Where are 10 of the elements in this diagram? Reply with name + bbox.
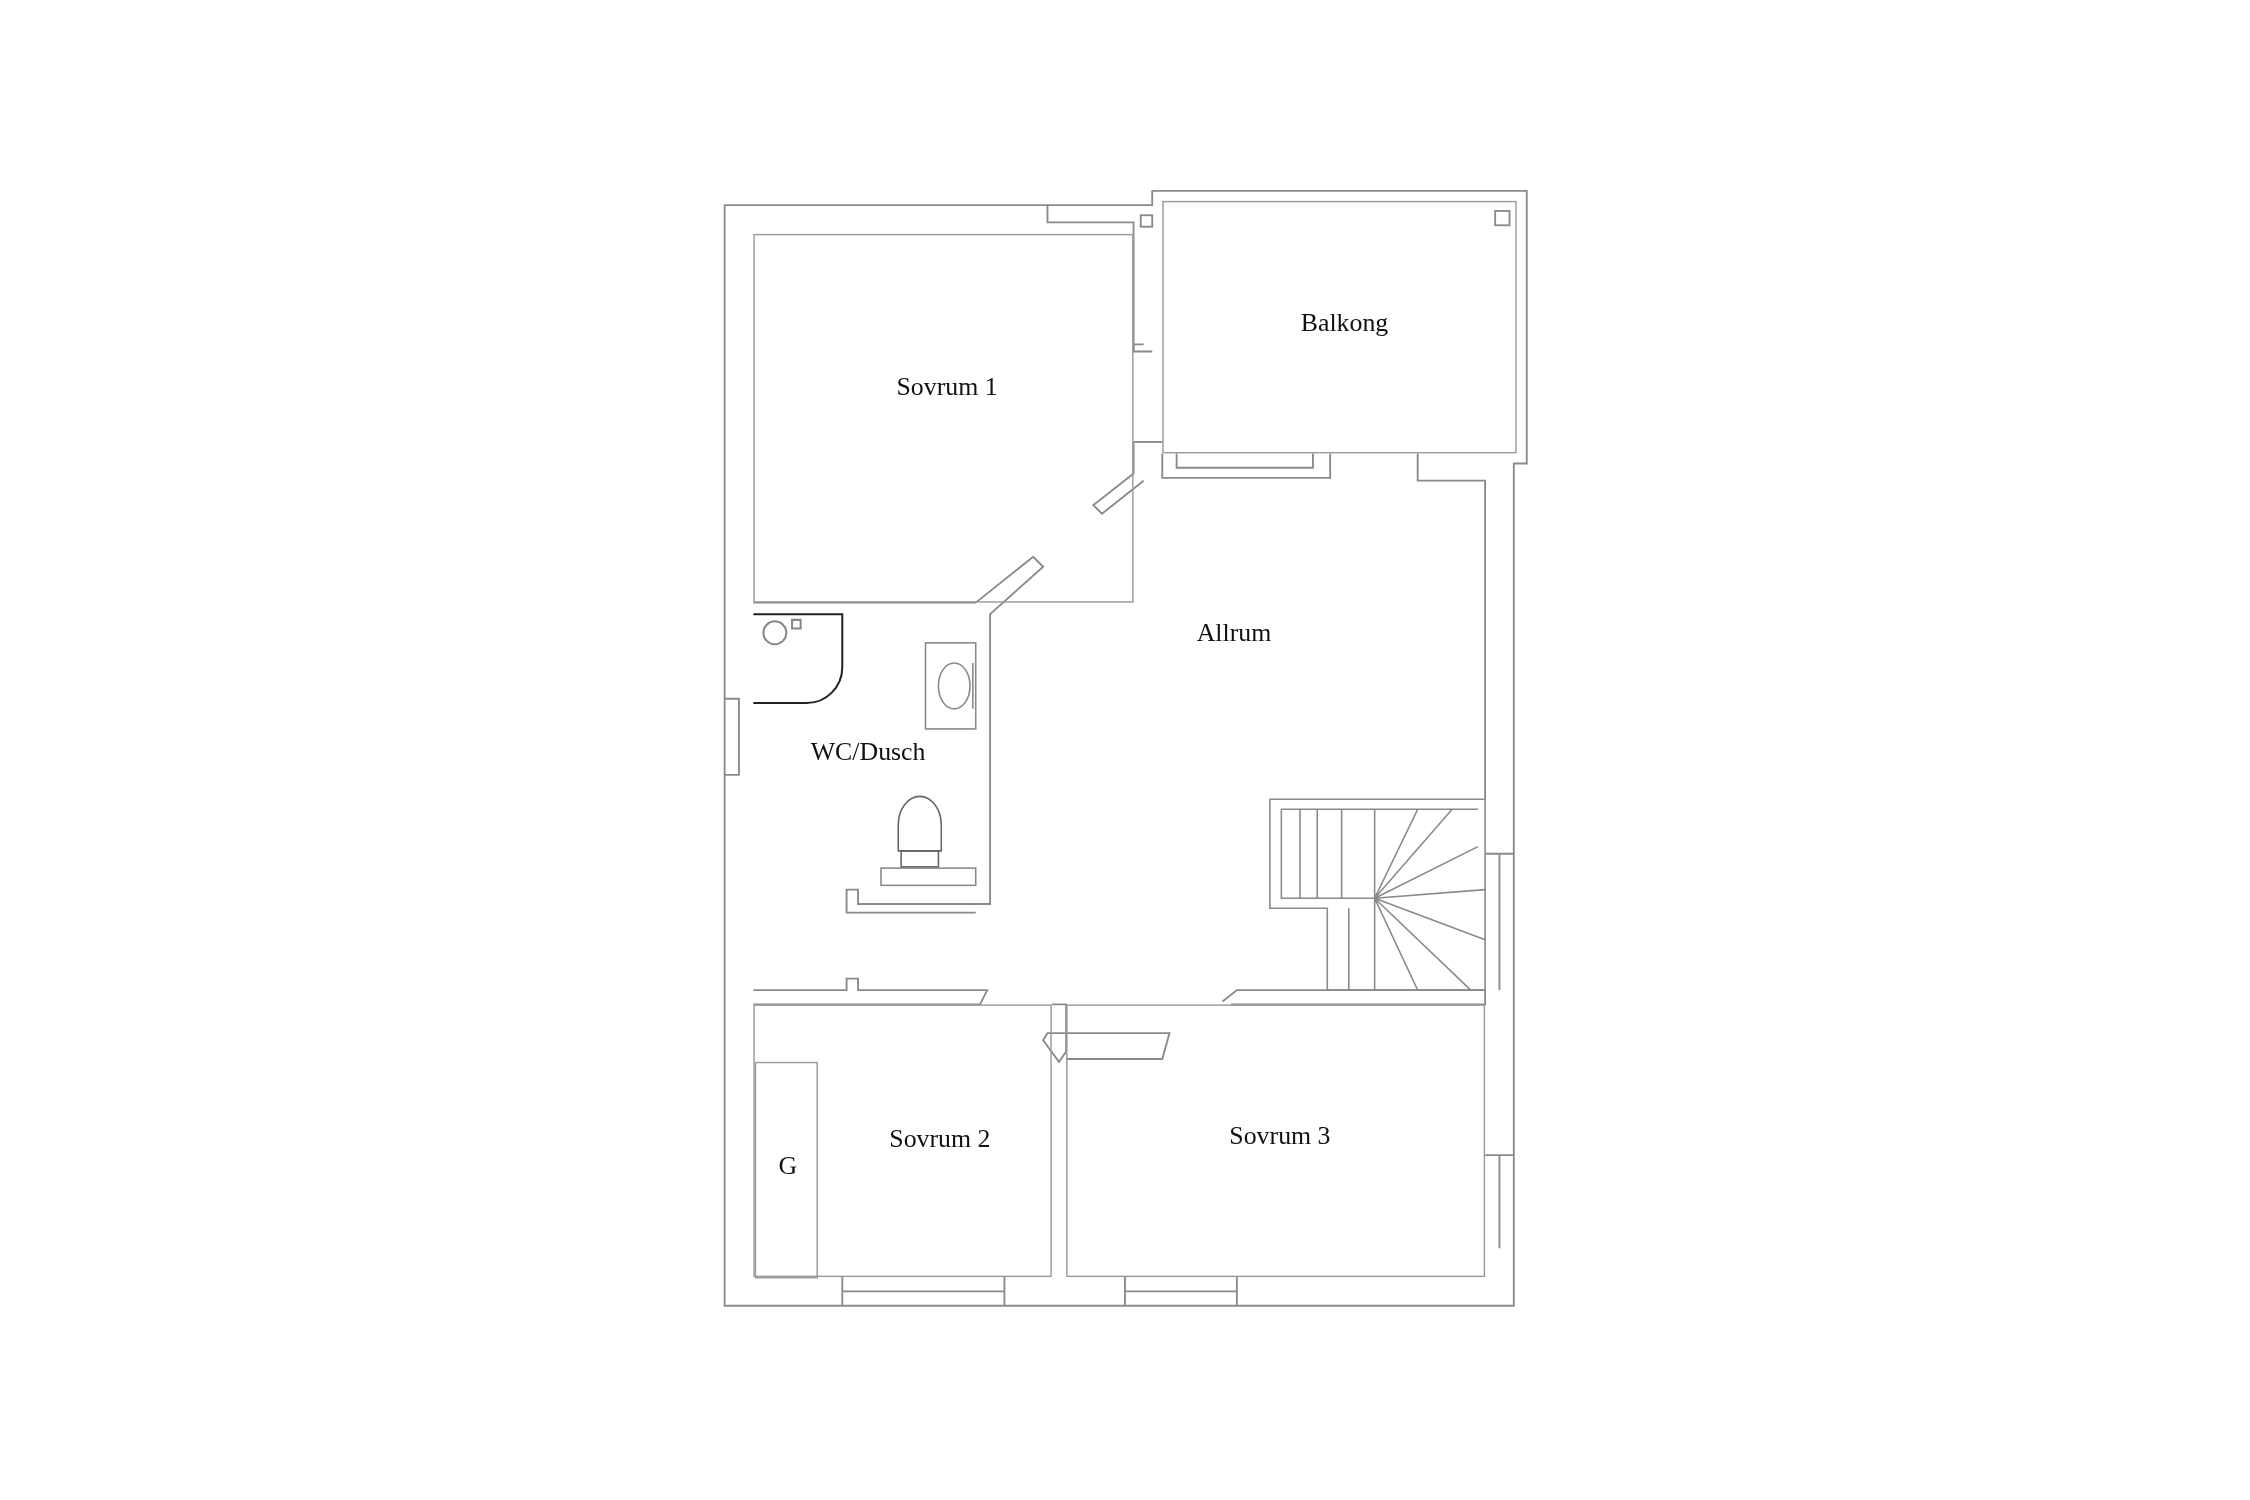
room-label: Allrum — [1196, 617, 1272, 648]
room-label: Sovrum 2 — [889, 1124, 991, 1155]
room-label: WC/Dusch — [810, 736, 926, 767]
room-label: Balkong — [1300, 307, 1389, 338]
room-area — [1066, 1004, 1486, 1278]
room-label: G — [778, 1151, 798, 1182]
room-label: Sovrum 1 — [896, 372, 998, 403]
room-area — [754, 1061, 818, 1279]
room-area — [1162, 200, 1517, 454]
room-label: Sovrum 3 — [1229, 1121, 1331, 1152]
